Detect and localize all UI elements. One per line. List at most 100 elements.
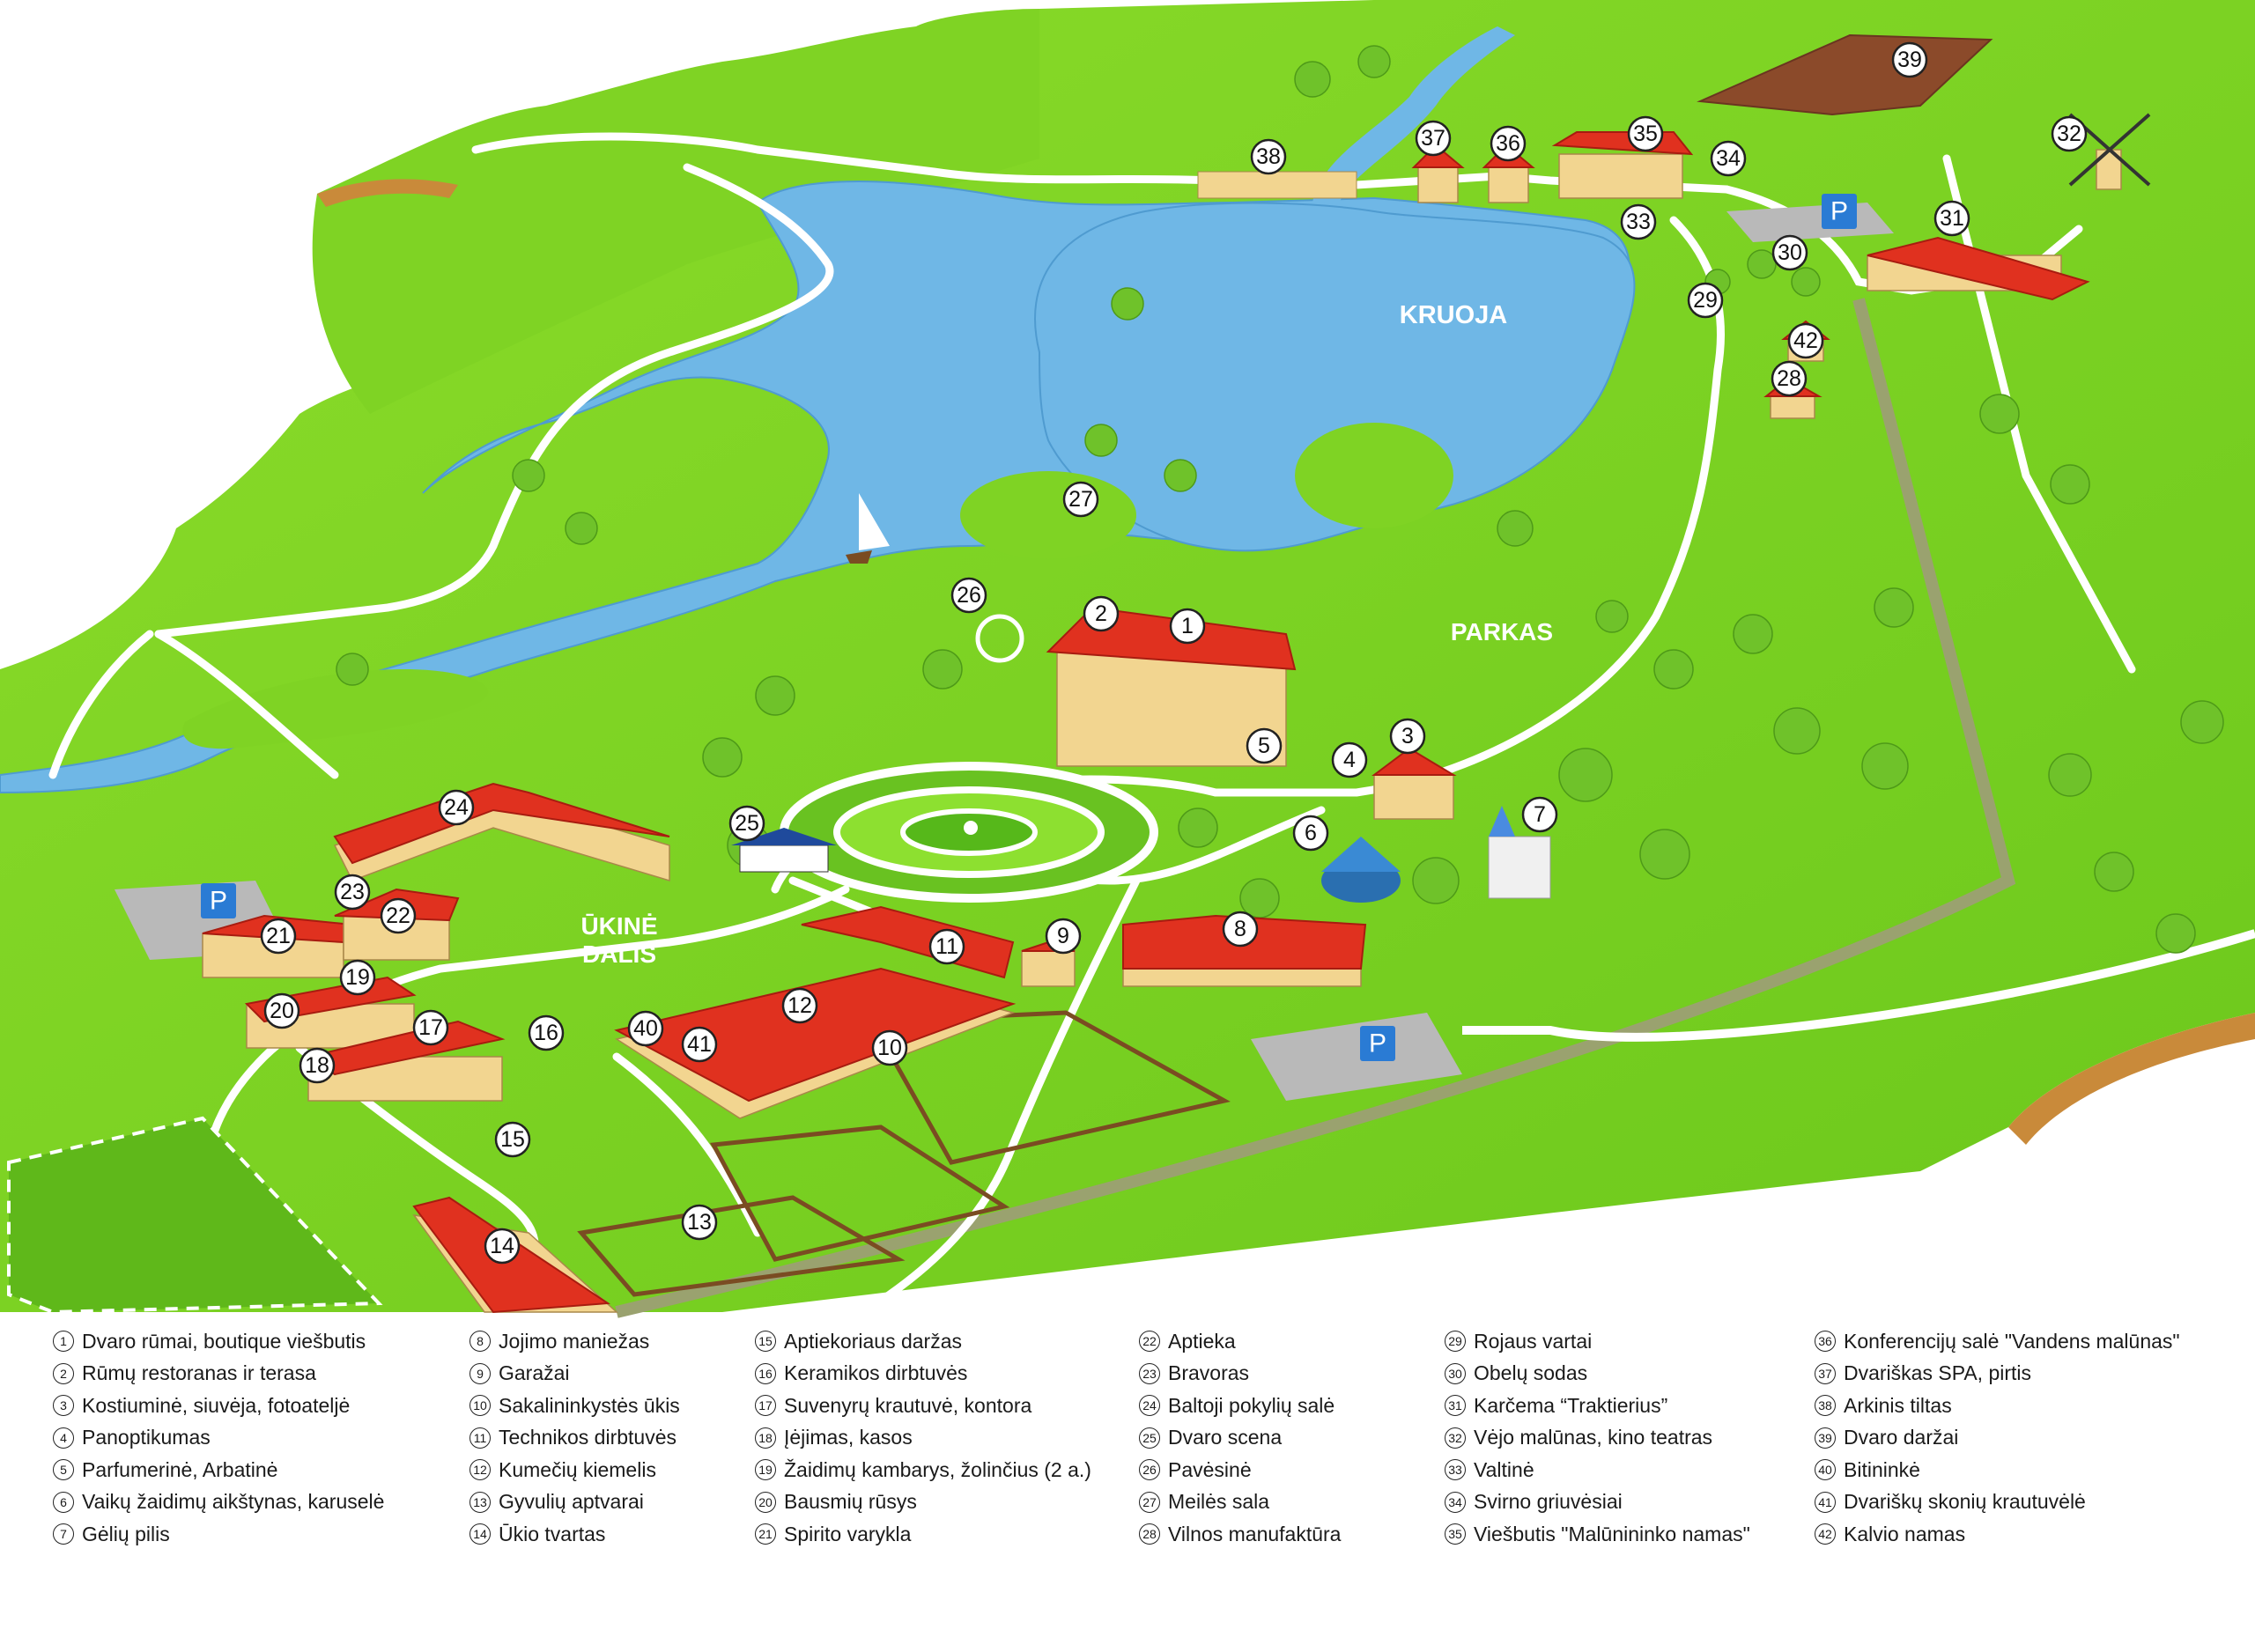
marker-10[interactable]: 10	[871, 1029, 908, 1066]
marker-42[interactable]: 42	[1787, 322, 1824, 359]
island-meiles-sala	[960, 471, 1136, 559]
marker-3[interactable]: 3	[1389, 718, 1426, 755]
marker-35[interactable]: 35	[1627, 115, 1664, 152]
marker-21[interactable]: 21	[260, 918, 297, 955]
legend-number-badge: 10	[469, 1395, 491, 1417]
svg-text:11: 11	[935, 934, 958, 959]
marker-38[interactable]: 38	[1250, 138, 1287, 175]
cliff-edge-left	[317, 179, 458, 207]
marker-30[interactable]: 30	[1771, 234, 1808, 271]
legend-number-badge: 37	[1815, 1362, 1836, 1384]
legend-label: Dvaro daržai	[1844, 1426, 1959, 1449]
marker-27[interactable]: 27	[1062, 481, 1099, 518]
marker-2[interactable]: 2	[1083, 595, 1120, 632]
legend-number-badge: 16	[755, 1362, 776, 1384]
svg-text:35: 35	[1633, 122, 1658, 146]
svg-text:41: 41	[687, 1032, 712, 1057]
marker-20[interactable]: 20	[263, 992, 300, 1029]
label-ukine: ŪKINĖ	[580, 912, 657, 940]
marker-28[interactable]: 28	[1771, 360, 1808, 397]
marker-37[interactable]: 37	[1415, 120, 1452, 157]
legend-label: Bravoras	[1168, 1361, 1250, 1385]
legend-number-badge: 7	[53, 1523, 74, 1545]
legend-number-badge: 27	[1139, 1491, 1160, 1513]
svg-text:4: 4	[1343, 748, 1356, 772]
legend-label: Obelų sodas	[1474, 1361, 1588, 1385]
parking-sign-center: P	[1360, 1026, 1395, 1061]
marker-39[interactable]: 39	[1891, 41, 1928, 78]
legend-label: Žaidimų kambarys, žolinčius (2 a.)	[784, 1457, 1091, 1481]
svg-text:1: 1	[1181, 614, 1194, 638]
legend-number-badge: 5	[53, 1459, 74, 1481]
legend-label: Parfumerinė, Arbatinė	[82, 1457, 278, 1481]
marker-15[interactable]: 15	[494, 1121, 531, 1158]
marker-1[interactable]: 1	[1169, 608, 1206, 645]
marker-12[interactable]: 12	[781, 987, 818, 1024]
marker-19[interactable]: 19	[339, 959, 376, 996]
marker-5[interactable]: 5	[1246, 727, 1283, 764]
svg-text:19: 19	[345, 965, 370, 990]
legend-number-badge: 20	[755, 1491, 776, 1513]
marker-23[interactable]: 23	[334, 874, 371, 911]
legend-number-badge: 17	[755, 1395, 776, 1417]
marker-36[interactable]: 36	[1490, 125, 1527, 162]
marker-31[interactable]: 31	[1933, 200, 1970, 237]
svg-text:37: 37	[1421, 126, 1445, 151]
legend-number-badge: 4	[53, 1427, 74, 1449]
marker-33[interactable]: 33	[1620, 203, 1657, 240]
legend-label: Kostiuminė, siuvėja, fotoateljė	[82, 1393, 351, 1417]
marker-16[interactable]: 16	[528, 1014, 565, 1051]
marker-29[interactable]: 29	[1687, 282, 1724, 319]
marker-6[interactable]: 6	[1292, 815, 1329, 852]
marker-13[interactable]: 13	[681, 1204, 718, 1241]
marker-22[interactable]: 22	[380, 897, 417, 934]
svg-text:39: 39	[1897, 48, 1922, 72]
marker-41[interactable]: 41	[681, 1026, 718, 1063]
marker-40[interactable]: 40	[627, 1010, 664, 1047]
marker-18[interactable]: 18	[299, 1047, 336, 1084]
sports-field	[7, 1116, 383, 1315]
legend-number-badge: 32	[1445, 1427, 1466, 1449]
marker-14[interactable]: 14	[484, 1228, 521, 1265]
legend-number-badge: 26	[1139, 1459, 1160, 1481]
marker-11[interactable]: 11	[928, 928, 965, 965]
marker-26[interactable]: 26	[950, 577, 987, 614]
marker-24[interactable]: 24	[438, 789, 475, 826]
legend-label: Technikos dirbtuvės	[499, 1426, 676, 1449]
svg-text:27: 27	[1068, 487, 1093, 512]
estate-map: P P P P	[0, 0, 2255, 1318]
marker-32[interactable]: 32	[2051, 115, 2088, 152]
marker-34[interactable]: 34	[1710, 140, 1747, 177]
svg-text:21: 21	[266, 924, 291, 948]
svg-text:2: 2	[1095, 601, 1107, 626]
marker-9[interactable]: 9	[1045, 918, 1082, 955]
marker-7[interactable]: 7	[1521, 796, 1558, 833]
legend-label: Aptiekoriaus daržas	[784, 1329, 962, 1353]
legend-number-badge: 1	[53, 1331, 74, 1353]
label-dalis: DALIS	[582, 940, 656, 968]
marker-17[interactable]: 17	[412, 1009, 449, 1046]
legend-label: Konferencijų salė "Vandens malūnas"	[1844, 1329, 2180, 1353]
marker-25[interactable]: 25	[728, 805, 765, 842]
marker-8[interactable]: 8	[1222, 911, 1259, 948]
svg-text:18: 18	[305, 1053, 329, 1078]
svg-text:10: 10	[877, 1036, 902, 1060]
marker-4[interactable]: 4	[1331, 741, 1368, 778]
cliff-edge	[2008, 1013, 2255, 1145]
